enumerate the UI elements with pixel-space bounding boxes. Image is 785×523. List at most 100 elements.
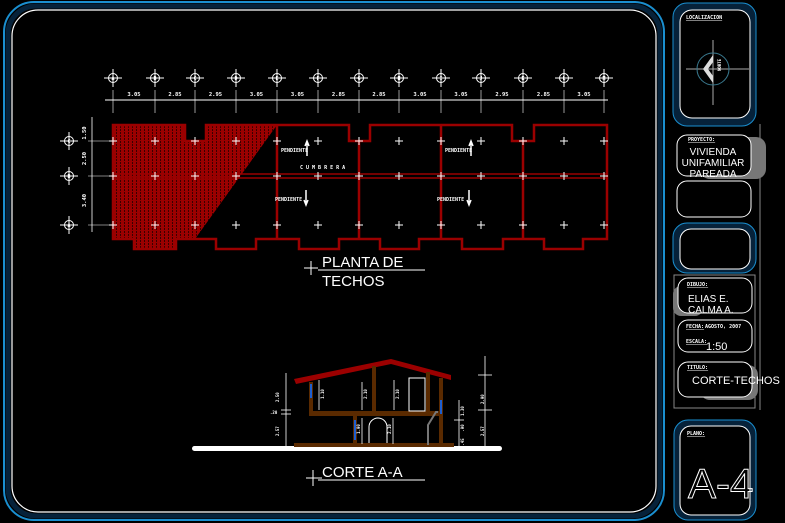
column-axis-bubble: G (350, 69, 368, 113)
section-dim: 2.50 (275, 392, 280, 402)
date-value: AGOSTO, 2007 (705, 324, 741, 330)
sheet-label: PLANO: (687, 431, 705, 437)
grid-intersection-mark (314, 172, 322, 180)
column-dimension: 3.05 (577, 92, 590, 98)
column-axis-bubble: F (309, 69, 327, 113)
location-label: LOCALIZACION (686, 15, 722, 21)
grid-intersection-mark (314, 137, 322, 145)
section-dim: 1.10 (320, 389, 325, 399)
column-axis-bubble: A (104, 69, 122, 113)
slope-label: PENDIENTE (445, 148, 472, 154)
slope-label: PENDIENTE (281, 148, 308, 154)
scale-value: 1:50 (706, 341, 727, 353)
section-dim: .90 (460, 424, 465, 432)
column-axis-label: C (193, 76, 196, 82)
grid-intersection-mark (232, 172, 240, 180)
grid-intersection-mark (232, 137, 240, 145)
grid-intersection-mark (273, 221, 281, 229)
north-label: NORTE (717, 58, 722, 71)
column-axis-bubble: L (555, 69, 573, 113)
slope-arrows: PENDIENTE PENDIENTE PENDIENTE PENDIENTE (275, 138, 474, 208)
section-dim: 2.10 (395, 389, 400, 399)
grid-intersection-mark (151, 221, 159, 229)
arrow-up-icon (468, 138, 474, 156)
section-dim: 2.10 (363, 389, 368, 399)
grid-intersection-mark (355, 137, 363, 145)
drawing-frame (3, 1, 665, 521)
project-value: PAREADA (689, 169, 736, 180)
grid-intersection-mark (191, 221, 199, 229)
column-axis-label: E (275, 76, 278, 82)
column-axis-bubble: D (227, 69, 245, 113)
grid-intersection-mark (560, 137, 568, 145)
row-dimension: 3.40 (82, 194, 88, 207)
column-axis-label: F (316, 76, 319, 82)
section-dim: 2.57 (275, 426, 280, 436)
arrow-down-icon (303, 190, 309, 208)
column-axis-bubble: M (595, 69, 613, 113)
grid-intersection-mark (395, 137, 403, 145)
row-axis-label: C (67, 139, 70, 145)
column-axis-label: G (357, 76, 360, 82)
grid-intersection-mark (519, 172, 527, 180)
grid-intersection-mark (477, 137, 485, 145)
column-axis-bubble: C (186, 69, 204, 113)
section-a-a: 2.50 2.57 .20 1.10 2.10 2.10 1.90 2.10 1… (192, 356, 502, 486)
row-axis-bubble: B (60, 167, 112, 185)
section-dim: 2.57 (480, 426, 485, 436)
column-dimension: 2.85 (168, 92, 181, 98)
grid-intersection-mark (560, 172, 568, 180)
section-dim: 2.10 (387, 424, 392, 434)
plan-title-line2: TECHOS (322, 273, 385, 290)
row-dimension: 1.50 (82, 126, 88, 139)
grid-intersection-mark (151, 137, 159, 145)
section-dim: 2.90 (480, 394, 485, 404)
grid-intersection-mark (600, 172, 608, 180)
column-axis-label: H (397, 76, 400, 82)
section-dim: 1.90 (356, 424, 361, 434)
grid-intersection-mark (395, 221, 403, 229)
column-dimension: 3.05 (454, 92, 467, 98)
grid-intersection-mark (437, 221, 445, 229)
plan-title: PLANTA DE TECHOS (304, 254, 425, 290)
grid-intersection-mark (395, 172, 403, 180)
ridge-label: C U M B R E R A (300, 165, 345, 171)
grid-intersection-mark (191, 172, 199, 180)
project-label: PROYECTO: (688, 137, 715, 143)
scale-label: ESCALA: (686, 339, 707, 345)
section-title: CORTE A-A (306, 464, 425, 486)
grid-intersection-mark (437, 172, 445, 180)
grid-intersection-mark (232, 221, 240, 229)
sheet-title-value: CORTE-TECHOS (692, 375, 780, 387)
grid-intersection-mark (437, 137, 445, 145)
section-dim: 1.30 (460, 406, 465, 416)
grid-intersection-mark (477, 221, 485, 229)
grid-intersection-mark (191, 137, 199, 145)
sheet-title-label: TITULO: (687, 365, 708, 371)
row-axis-label: B (67, 174, 70, 180)
column-dimension: 2.85 (372, 92, 385, 98)
grid-intersection-mark (273, 137, 281, 145)
row-dimension: 2.50 (82, 152, 88, 165)
title-block: LOCALIZACION NORTE PROYECTO: VIVIENDA UN… (672, 2, 780, 521)
grid-intersection-mark (109, 221, 117, 229)
north-arrow-icon: NORTE (686, 40, 749, 105)
section-title-text: CORTE A-A (322, 464, 403, 481)
drawn-value: ELIAS E. (688, 294, 729, 305)
grid-intersection-mark (600, 137, 608, 145)
grid-intersection-mark (519, 137, 527, 145)
row-axis-label: A (67, 223, 70, 229)
column-axis-bubble: I (432, 69, 450, 113)
drawn-label: DIBUJO: (687, 282, 708, 288)
plan-title-line1: PLANTA DE (322, 254, 403, 271)
column-axis-bubble: B (146, 69, 164, 113)
arrow-up-icon (304, 138, 310, 156)
column-axis-bubble: H (390, 69, 408, 113)
column-axis-label: L (562, 76, 565, 82)
column-axis-label: I (439, 76, 442, 82)
column-dimension: 3.05 (250, 92, 263, 98)
drawn-value: CALMA A. (688, 305, 734, 316)
sheet-value: A-4 (688, 460, 753, 507)
